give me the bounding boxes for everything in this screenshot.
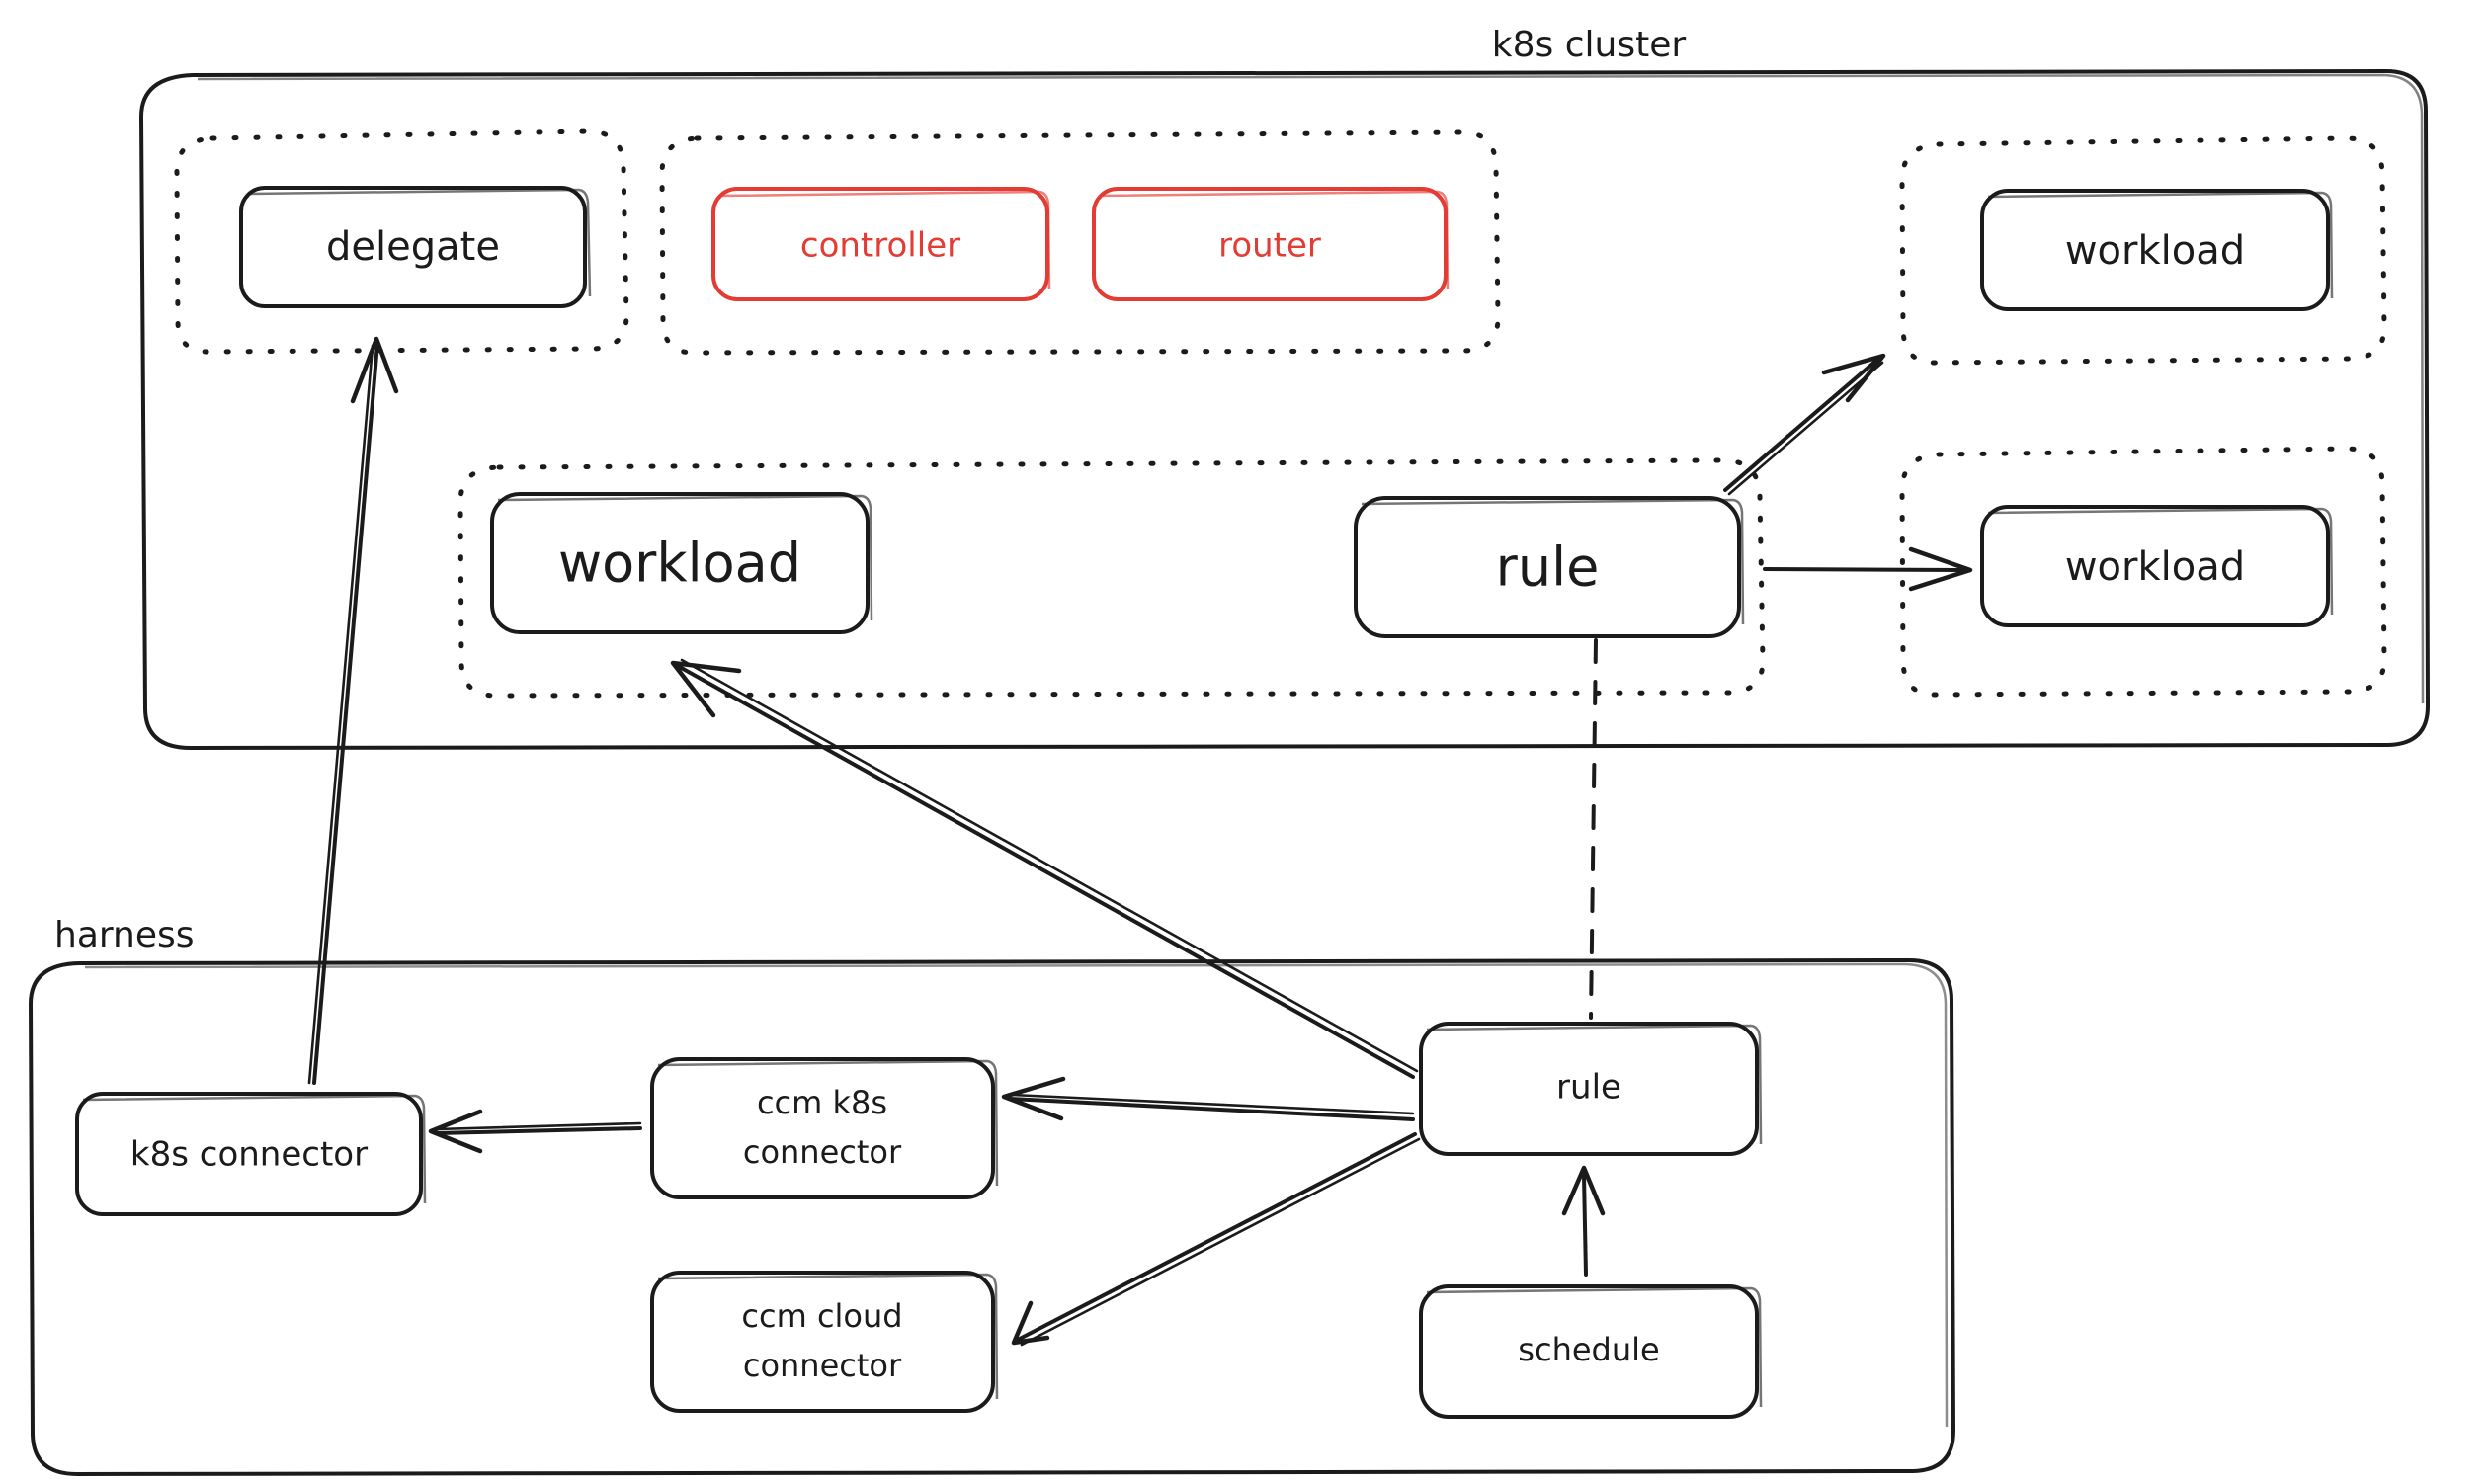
node-workload-top-right[interactable]: workload [1980,189,2334,311]
node-workload-bottom-right-label: workload [2065,544,2245,590]
node-delegate-label: delegate [326,224,500,270]
node-ccm-cloud-connector-label-line2: connector [743,1347,902,1384]
node-k8s-connector[interactable]: k8s connector [75,1092,427,1216]
edge-harness-rule-to-ccm-cloud [1011,1132,1421,1347]
node-controller-label: controller [800,226,960,266]
node-workload-top-right-label: workload [2065,228,2245,274]
namespace-workload-top-right [1899,135,2387,366]
namespace-workload-bottom-right [1899,446,2387,698]
harness-region [29,958,1955,1476]
k8s-cluster-title: k8s cluster [1492,25,1687,65]
node-controller[interactable]: controller [711,187,1051,301]
k8s-cluster-region [139,69,2430,750]
edge-schedule-to-harness-rule [1561,1165,1606,1277]
node-ccm-k8s-connector-label-line1: ccm k8s [757,1084,887,1121]
node-workload-bottom-right[interactable]: workload [1980,505,2334,627]
node-delegate[interactable]: delegate [239,186,592,308]
edge-cluster-rule-to-workload-top-right [1723,353,1886,496]
node-cluster-rule[interactable]: rule [1354,496,1745,638]
edge-ccm-k8s-to-k8s-connector [428,1109,642,1154]
edge-harness-rule-to-ccm-k8s [1001,1076,1415,1121]
namespace-controller-router [659,129,1501,356]
node-cluster-rule-label: rule [1496,536,1600,599]
edge-cluster-rule-to-workload-bottom-right [1763,546,1973,592]
node-schedule[interactable]: schedule [1419,1284,1763,1419]
namespace-delegate [174,128,629,355]
node-ccm-k8s-connector[interactable]: ccm k8s connector [650,1057,999,1199]
edge-harness-rule-to-workload [670,658,1419,1079]
namespace-workload-rule [457,457,1766,699]
node-ccm-cloud-connector-label-line1: ccm cloud [741,1297,902,1335]
edge-cluster-rule-to-harness-rule-dashed [1589,638,1598,1020]
node-router-label: router [1218,226,1321,266]
node-schedule-label: schedule [1518,1331,1659,1368]
node-router[interactable]: router [1092,187,1450,301]
node-k8s-connector-label: k8s connector [130,1135,368,1175]
node-ccm-cloud-connector[interactable]: ccm cloud connector [650,1271,999,1413]
node-ccm-k8s-connector-label-line2: connector [743,1133,902,1171]
node-harness-rule-label: rule [1556,1068,1621,1108]
edge-k8s-connector-to-delegate [307,336,399,1085]
node-workload-main[interactable]: workload [490,492,873,634]
harness-title: harness [54,915,195,955]
node-workload-main-label: workload [558,533,801,595]
node-harness-rule[interactable]: rule [1419,1022,1763,1156]
